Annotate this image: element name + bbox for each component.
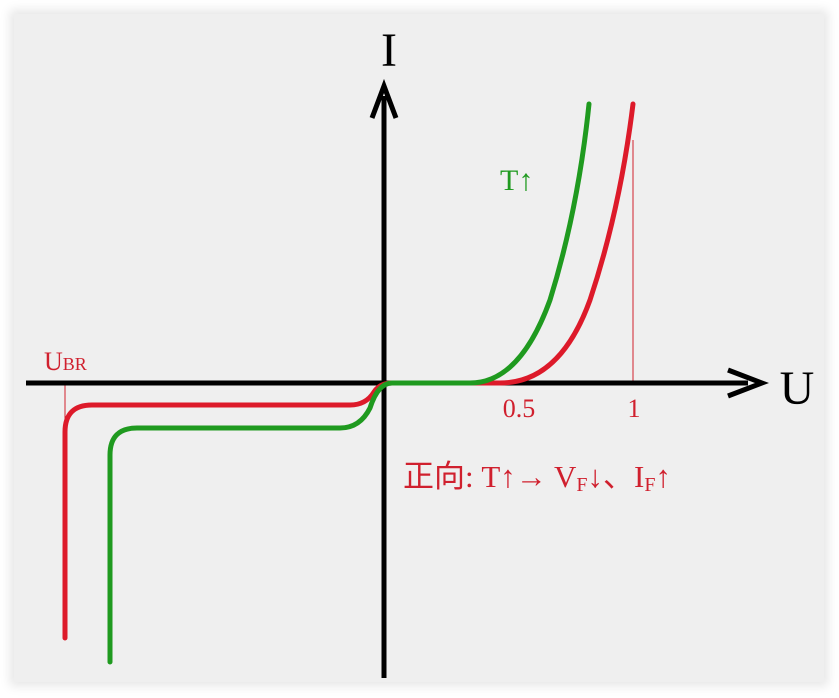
forward-annotation-suffix: ↑ bbox=[655, 459, 671, 494]
x-axis-label: U bbox=[780, 362, 815, 415]
iv-curve-base-temperature bbox=[62, 101, 636, 641]
forward-bias-annotation: 正向: T↑→ VF↓、IF↑ bbox=[403, 459, 671, 496]
diagram-frame bbox=[14, 14, 824, 682]
x-axis-arrowhead bbox=[727, 367, 770, 399]
breakdown-voltage-main: U bbox=[44, 347, 63, 376]
x-tick-0-5: 0.5 bbox=[503, 394, 536, 423]
y-axis-arrowhead bbox=[369, 78, 399, 119]
forward-current-subscript: F bbox=[644, 474, 655, 496]
forward-voltage-subscript: F bbox=[576, 474, 587, 496]
temperature-rise-label: T↑ bbox=[500, 164, 533, 197]
x-tick-1: 1 bbox=[628, 394, 641, 423]
breakdown-voltage-sub: BR bbox=[63, 354, 87, 374]
iv-curve-high-temperature bbox=[107, 101, 592, 665]
forward-annotation-mid: ↓、I bbox=[588, 459, 645, 494]
breakdown-voltage-label: UBR bbox=[44, 347, 87, 376]
forward-annotation-prefix: 正向: T↑→ V bbox=[403, 459, 577, 494]
y-axis-label: I bbox=[381, 24, 397, 77]
